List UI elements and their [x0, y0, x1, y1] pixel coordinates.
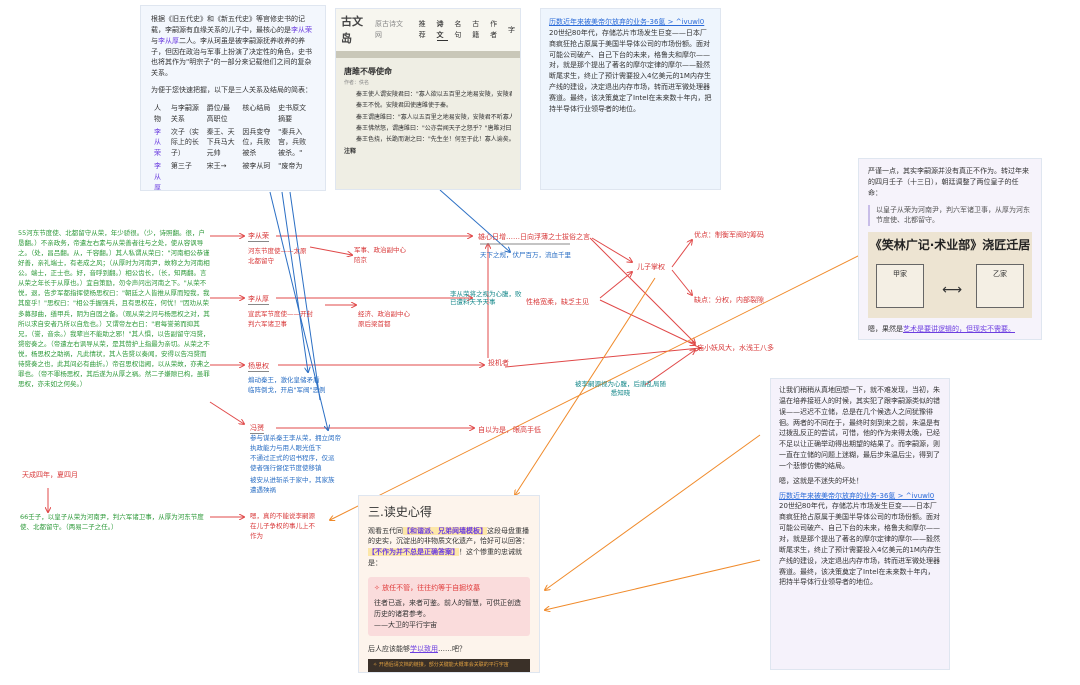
intro-text: 根据《旧五代史》和《新五代史》等官修史书的记载，李嗣源有血缘关系的儿子中，最核心…: [151, 15, 312, 78]
cell: 第三子: [170, 162, 192, 171]
node-confidant[interactable]: 李从荣将之视为心腹，败 已遭料天予天事: [450, 290, 522, 307]
footer-text: 嗯，果然是艺术是要讲逻辑的，但现实不需要。: [868, 325, 1015, 334]
col-header: 史书原文摘要: [278, 103, 307, 123]
tip-title: ✧ 放任不管，往往约等于自掘坟墓: [374, 583, 481, 592]
cell[interactable]: 李从厚: [154, 162, 161, 191]
source-text-bottom[interactable]: 66壬子，以皇子从荣为河南尹，判六军诸卫事，从厚为河东节度使、北都留守。（两易二…: [20, 513, 204, 532]
block-quote: 以皇子从荣为河南尹，判六军诸卫事，从厚为河东节度使、北都留守。: [868, 204, 1032, 227]
node-feng-yun-sub3[interactable]: 被安从进斩杀于家中，其家族 遭遇殃祸: [250, 476, 335, 495]
learn-link[interactable]: 学以致用: [410, 645, 438, 654]
nav-tab[interactable]: 作者: [490, 20, 498, 40]
node-yang-siquan[interactable]: 杨思权: [248, 362, 269, 372]
table-row: 李从厚 第三子 宋王→ 被李从珂 "废帝为: [151, 160, 315, 191]
node-con[interactable]: 缺点：分权，内部裂隙: [694, 296, 764, 304]
paragraph: 秦王不悦。安陵君因使唐雎使于秦。: [356, 102, 453, 110]
house-right-icon: 乙家: [976, 264, 1024, 309]
node-pro[interactable]: 优点：制衡军阀的筹码: [694, 231, 764, 239]
house-left-icon: 甲家: [876, 264, 924, 309]
cell: "秦兵入宫，兵败被杀。": [278, 127, 307, 158]
tip-body: 往者已逝，来者可鉴。前人的智慧，可供正创造历史的诸君参考。: [374, 598, 521, 618]
quote-body: 20世纪80年代，存储芯片市场发生巨变——日本厂商疯狂抢占原属于美国半导体公司的…: [779, 502, 941, 587]
source-link[interactable]: 历数近年来被美帝尔放弃的业务-36氪 > ^ivuwl0: [549, 18, 705, 26]
section-title: 三.读史心得: [368, 505, 432, 519]
col-header: 与李嗣源关系: [170, 103, 199, 123]
node-feng-yun-sub2[interactable]: 不通过正式的诏书程序，仅派 使者强行督促节度使移镇: [250, 454, 335, 473]
node-sons-power[interactable]: 儿子掌权: [637, 263, 665, 271]
nav-tab[interactable]: 古籍: [472, 20, 480, 40]
node-kaifeng-note[interactable]: 经济、政治副中心 原后梁首都: [358, 310, 410, 328]
residence-card[interactable]: 严谨一点，其实李嗣源并没有真正不作为。转过年来的四月壬子（十三日），朝廷调整了两…: [858, 158, 1042, 340]
node-ambition[interactable]: 雄心日增……日向浮薄之士拔俗之言: [478, 233, 590, 241]
date-label[interactable]: 天成四年，夏四月: [22, 471, 78, 479]
article-title: 唐雎不辱使命: [344, 67, 392, 77]
article-author: 作者：佚名: [344, 80, 370, 87]
node-arrogant[interactable]: 自以为是，眼高手低: [478, 426, 541, 434]
divider-bar: [336, 51, 520, 59]
node-feng-yun[interactable]: 冯赟: [250, 424, 264, 434]
history-summary-card[interactable]: 根据《旧五代史》和《新五代史》等官修史书的记载，李嗣源有血缘关系的儿子中，最核心…: [140, 5, 326, 191]
swap-arrow-icon: ⟷: [942, 282, 963, 299]
intel-quote-card[interactable]: 历数近年来被美帝尔放弃的业务-36氪 > ^ivuwl0 20世纪80年代，存储…: [540, 8, 721, 190]
review-text: 让我们稍稍从真地回想一下，就不难发现，当初，朱温在培养接班人的时候，其实犯了跟李…: [779, 386, 940, 470]
col-header: 爵位/最高职位: [206, 103, 231, 123]
node-small-temple[interactable]: 庙小妖风大，水浅王八多: [697, 344, 774, 352]
node-li-conghou[interactable]: 李从厚: [248, 295, 269, 305]
sign-left: 甲家: [893, 270, 907, 279]
paragraph: 秦王使人谓安陵君曰："寡人欲以五百里之地易安陵，安陵君其许寡人！"安陵君曰："大…: [356, 90, 512, 98]
tip-sign: ——大卫的平行宇宙: [374, 620, 437, 629]
node-ambition-sub[interactable]: 天下之规，伏尸百万，流血千里: [480, 251, 571, 259]
card-text: 严谨一点，其实李嗣源并没有真正不作为。转过年来的四月壬子（十三日），朝廷调整了两…: [868, 167, 1029, 197]
paragraph: 秦王色挠，长跪而谢之曰："先生坐！何至于此！寡人谕矣。": [356, 136, 512, 144]
node-li-conghou-sub[interactable]: 宣武军节度使——开封 判六军诸卫事: [248, 310, 313, 328]
nav-tab[interactable]: 诗文: [436, 19, 449, 42]
cell: 秦王、天下兵马大元帅: [206, 127, 235, 158]
article: 唐雎不辱使命 作者：佚名 秦王使人谓安陵君曰："寡人欲以五百里之地易安陵，安陵君…: [336, 58, 520, 163]
col-header: 人物: [154, 103, 161, 123]
reflection-card[interactable]: 三.读史心得 观看五代同【和谐派、兄弟阋墙模板】这段母盘重播的史实，沉淀出的非物…: [358, 495, 540, 673]
sign-right: 乙家: [993, 270, 1007, 279]
node-feng-yun-sub1[interactable]: 参与谋杀秦王李从荣，拥立闵帝 执政能力与用人眼光低下: [250, 434, 341, 453]
guwendao-web-card[interactable]: 古文岛 原古诗文网 推荐 诗文 名句 古籍 作者 字 唐雎不辱使命 作者：佚名 …: [335, 8, 521, 190]
ending-text: 后人应该能够学以致用……吧？: [368, 645, 466, 654]
cell: 宋王→: [206, 162, 227, 171]
source-text-main[interactable]: 55河东节度使、北都留守从荣，年少骄很。（少，诗照翻。很，户恳翻。）不亲政务，帝…: [18, 229, 210, 388]
cell[interactable]: 李从荣: [154, 127, 161, 158]
cell: 因兵变夺位，兵败被杀: [242, 127, 271, 158]
col-header: 核心结局: [242, 103, 271, 112]
cell: 次子（实际上的长子）: [170, 127, 199, 158]
relation-table: 人物 与李嗣源关系 爵位/最高职位 核心结局 史书原文摘要 李从荣 次子（实际上…: [151, 102, 315, 191]
review-card[interactable]: 让我们稍稍从真地回想一下，就不难发现，当初，朱温在培养接班人的时候，其实犯了跟李…: [770, 378, 950, 670]
illustration-image: 《笑林广记·术业部》浇匠迁居 甲家 ⟷ 乙家: [868, 232, 1032, 319]
nav-tab[interactable]: 字: [508, 25, 516, 34]
cell: "废帝为: [278, 162, 303, 171]
node-li-congrong-sub[interactable]: 河东节度使——太原 北都留守: [248, 247, 307, 265]
notes-heading: 注释: [344, 147, 357, 155]
image-title: 《笑林广记·术业部》浇匠迁居: [869, 238, 1031, 253]
nav-tab[interactable]: 推荐: [418, 20, 426, 40]
banner: ✧ 开通后请文档的链接，部分关键能大概率会关联的平行宇宙: [368, 659, 530, 672]
node-opportunist[interactable]: 投机者: [488, 359, 509, 367]
source-link[interactable]: 历数近年来被美帝尔放弃的业务-36氪 > ^ivuwl0: [779, 491, 935, 500]
node-trusted[interactable]: 被李嗣源视为心腹，后唐乱局随 悉知晓: [575, 380, 666, 398]
cell: 被李从珂: [242, 162, 271, 171]
review-closing: 嗯，这就是不迷失的坏处！: [779, 476, 863, 485]
reflection-text: 观看五代同【和谐派、兄弟阋墙模板】这段母盘重播的史实，沉淀出的非物质文化遗产，恰…: [368, 526, 529, 568]
node-taiyuan-note[interactable]: 军事、政治副中心 陪京: [354, 246, 406, 264]
site-header: 古文岛 原古诗文网 推荐 诗文 名句 古籍 作者 字: [336, 9, 520, 52]
site-logo[interactable]: 古文岛: [341, 15, 363, 46]
tip-callout: ✧ 放任不管，往往约等于自掘坟墓 往者已逝，来者可鉴。前人的智慧，可供正创造历史…: [368, 576, 530, 637]
nav-tab[interactable]: 名句: [454, 20, 462, 40]
table-header: 人物 与李嗣源关系 爵位/最高职位 核心结局 史书原文摘要: [151, 102, 315, 126]
site-subtitle: 原古诗文网: [374, 20, 403, 40]
node-regret[interactable]: 嗯，真的不能说李嗣源 在儿子争权的事儿上不 作为: [250, 512, 315, 540]
table-row: 李从荣 次子（实际上的长子） 秦王、天下兵马大元帅 因兵变夺位，兵败被杀 "秦兵…: [151, 126, 315, 161]
node-yang-siquan-sub[interactable]: 煽动秦王，激化皇储矛盾 临阵倒戈，开启"军阀"恶例: [248, 376, 326, 395]
quote-body: 20世纪80年代，存储芯片市场发生巨变——日本厂商疯狂抢占原属于美国半导体公司的…: [549, 28, 712, 113]
lead-text: 为便于您快速把握，以下是三人关系及结局的简表：: [151, 86, 312, 95]
node-personality[interactable]: 性格宽柔，缺乏主见: [526, 298, 589, 306]
paragraph: 秦王怫然怒，谓唐雎曰："公亦尝闻天子之怒乎？"唐雎对曰："臣未尝闻也。": [356, 124, 512, 132]
paragraph: 秦王谓唐雎曰："寡人以五百里之地易安陵，安陵君不听寡人，何也？": [356, 113, 512, 121]
node-li-congrong[interactable]: 李从荣: [248, 232, 269, 242]
